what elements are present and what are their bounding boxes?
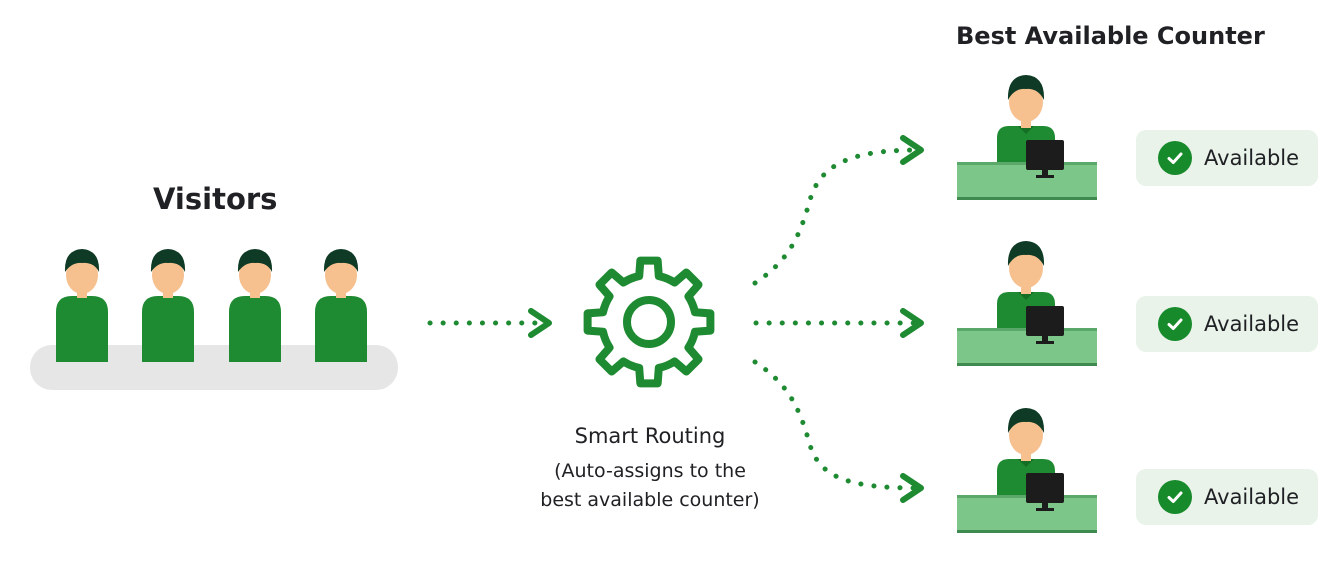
status-label: Available <box>1204 485 1300 509</box>
visitor-figure <box>56 249 108 362</box>
status-badge: Available <box>1136 130 1318 186</box>
status-badge: Available <box>1136 469 1318 525</box>
status-badge: Available <box>1136 296 1318 352</box>
routing-to-counter-1-arrow <box>752 135 924 286</box>
routing-subtitle-line-2: best available counter) <box>540 489 760 511</box>
counter-station <box>957 75 1097 200</box>
routing-title: Smart Routing <box>574 424 726 448</box>
check-icon <box>1158 480 1192 514</box>
visitor-figure <box>315 249 367 362</box>
counters-title: Best Available Counter <box>956 22 1265 50</box>
check-icon <box>1158 307 1192 341</box>
counter-station <box>957 408 1097 533</box>
routing-subtitle-line-1: (Auto-assigns to the <box>554 460 746 482</box>
check-icon <box>1158 141 1192 175</box>
status-label: Available <box>1204 312 1300 336</box>
visitor-figure <box>142 249 194 362</box>
visitor-queue-bar <box>30 345 398 390</box>
visitor-figure <box>229 249 281 362</box>
counter-station <box>957 241 1097 366</box>
visitors-title: Visitors <box>153 182 278 216</box>
status-label: Available <box>1204 146 1300 170</box>
gear-icon <box>583 256 715 388</box>
